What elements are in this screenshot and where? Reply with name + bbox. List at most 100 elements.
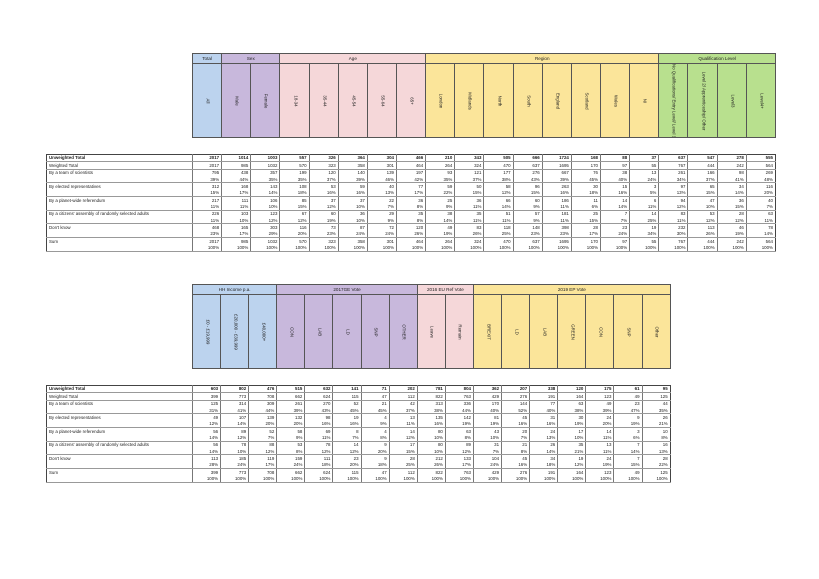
- table-cell: 26%: [395, 230, 427, 239]
- column-header: OTHER: [388, 294, 418, 369]
- table-cell: 80: [416, 427, 446, 435]
- table-cell: 111: [221, 196, 252, 204]
- row-label: Unweighted Total: [46, 153, 193, 163]
- table-cell: 795: [191, 169, 223, 177]
- row-label: [46, 244, 193, 252]
- column-header-label: LD: [513, 328, 519, 335]
- table-cell: 93: [425, 169, 456, 177]
- row-label: [46, 461, 193, 470]
- table-cell: 100%: [250, 244, 281, 252]
- table-cell: 8%: [276, 448, 306, 456]
- row-label: [46, 217, 193, 225]
- table-cell: 43%: [304, 407, 334, 415]
- table-row: By a citizens' assembly of randomly sele…: [46, 441, 671, 449]
- row-label: Don't know: [46, 454, 193, 462]
- table-cell: 31: [529, 413, 559, 421]
- table-cell: 23: [599, 223, 631, 231]
- table-cell: 16%: [529, 420, 559, 429]
- table-cell: 1003: [250, 153, 281, 163]
- table-cell: 12%: [308, 203, 339, 211]
- table-cell: 14%: [191, 434, 222, 442]
- table-cell: 60: [308, 210, 339, 218]
- table-cell: 30: [557, 413, 587, 421]
- table-cell: 15%: [388, 448, 418, 456]
- table-cell: 217: [191, 196, 223, 204]
- table-cell: 804: [444, 384, 474, 394]
- column-header: GREEN: [557, 294, 587, 369]
- column-header: All: [191, 63, 223, 138]
- table-cell: 37: [629, 153, 660, 163]
- table-cell: 100%: [454, 244, 485, 252]
- table-cell: 22: [366, 196, 398, 204]
- table-cell: 16: [641, 441, 671, 449]
- table-cell: 26%: [454, 230, 485, 239]
- table-cell: 35%: [250, 176, 281, 184]
- table-cell: 47: [360, 392, 390, 401]
- table-cell: 37%: [308, 176, 339, 184]
- table-cell: 781: [416, 384, 446, 394]
- table-cell: 7: [613, 454, 643, 462]
- table-cell: 41%: [716, 176, 747, 184]
- table-cell: 324: [454, 161, 485, 170]
- table-cell: 261: [276, 400, 306, 408]
- table-cell: 470: [483, 161, 514, 170]
- table-cell: 116: [745, 182, 776, 190]
- table-cell: 26: [529, 441, 559, 449]
- table-cell: 38%: [483, 176, 514, 184]
- table-cell: 14%: [220, 420, 250, 429]
- table-cell: 303: [250, 223, 281, 231]
- table-cell: 19%: [585, 461, 615, 470]
- column-group-header: 2016 EU Ref Vote: [416, 284, 474, 295]
- table-cell: 115: [332, 468, 362, 476]
- table-cell: 207: [501, 384, 531, 394]
- table-cell: 37%: [454, 176, 485, 184]
- table-cell: 8%: [360, 434, 390, 442]
- table-cell: 505: [483, 153, 514, 163]
- table-cell: 123: [585, 392, 615, 401]
- table-cell: 10%: [687, 203, 718, 211]
- table-cell: 24%: [276, 461, 306, 470]
- table-cell: 25%: [629, 217, 660, 225]
- column-header: BREXIT: [472, 294, 503, 369]
- table-cell: 24%: [599, 230, 631, 239]
- table-cell: 49: [425, 223, 456, 231]
- table-cell: 85: [279, 196, 310, 204]
- column-header: London: [425, 63, 456, 138]
- table-cell: 16%: [304, 420, 334, 429]
- table-cell: 22%: [641, 461, 671, 470]
- row-label: By a citizens' assembly of randomly sele…: [46, 441, 193, 449]
- table-cell: 14: [332, 441, 362, 449]
- table-cell: 15: [599, 182, 631, 190]
- column-header: Midlands: [454, 63, 485, 138]
- table-cell: 15%: [191, 189, 223, 198]
- table-cell: 100%: [585, 475, 615, 483]
- table-cell: 323: [308, 237, 339, 245]
- table-cell: 202: [388, 384, 418, 394]
- table-cell: 73: [308, 223, 339, 231]
- table-cell: 8%: [395, 203, 427, 211]
- table-cell: 100%: [570, 244, 602, 252]
- table-cell: 985: [221, 161, 252, 170]
- table-cell: 13: [388, 413, 418, 421]
- table-cell: 51: [483, 210, 514, 218]
- column-header-label: Level 2/ Apprenticeship/ Other: [700, 71, 706, 130]
- table-cell: 662: [276, 392, 306, 401]
- table-row: 100%100%100%100%100%100%100%100%100%100%…: [46, 475, 671, 483]
- table-cell: 120: [557, 384, 587, 394]
- table-cell: 20%: [276, 420, 306, 429]
- column-group-header: Sex: [221, 53, 281, 64]
- table-cell: 399: [191, 392, 222, 401]
- table-row: 11%11%10%15%12%10%7%8%9%11%14%9%11%6%14%…: [46, 203, 776, 211]
- column-header-label: No Qualifications/ Entry Level/ Level 1: [671, 63, 677, 138]
- column-header-label: GREEN: [570, 323, 576, 340]
- column-header: NI: [629, 63, 660, 138]
- table-cell: 8%: [501, 448, 531, 456]
- table-cell: 97: [599, 237, 631, 245]
- table-cell: 7: [599, 210, 631, 218]
- table-cell: 35%: [279, 176, 310, 184]
- table-cell: 100%: [332, 475, 362, 483]
- table-cell: 429: [472, 468, 503, 476]
